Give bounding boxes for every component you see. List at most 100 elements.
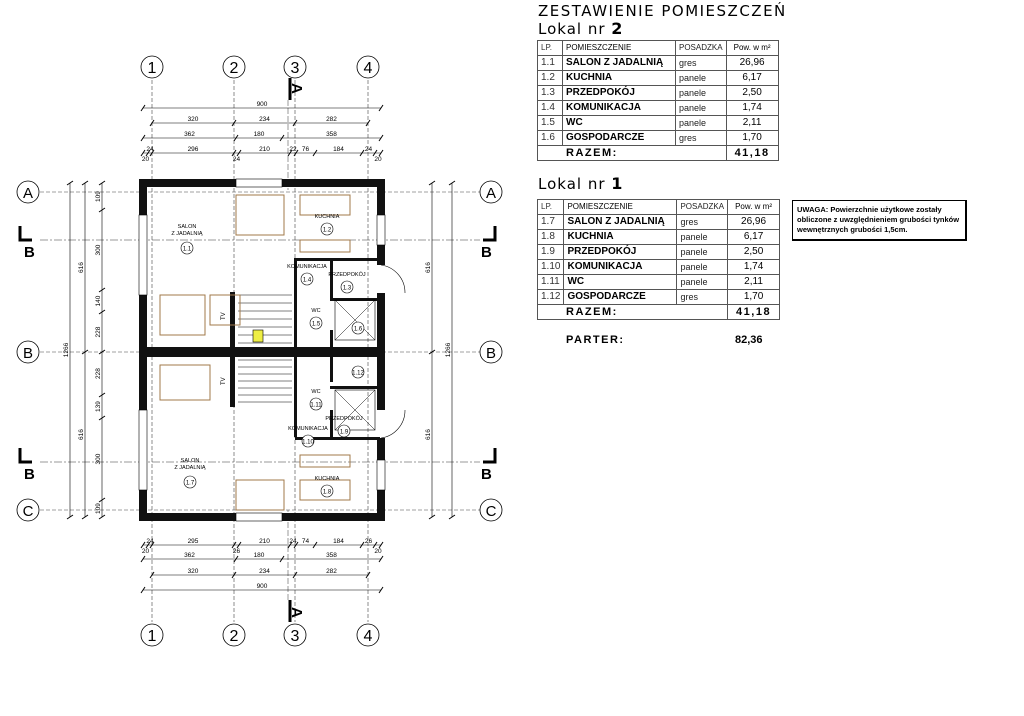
- room-number-bubble: [300, 272, 314, 286]
- row-lp: 1.3: [537, 85, 563, 101]
- dimension-value: 180: [254, 552, 265, 559]
- interior-wall: [330, 330, 333, 350]
- grid-bubble: [222, 55, 246, 79]
- interior-wall: [230, 292, 235, 347]
- dimension-tick: [145, 149, 151, 157]
- total-value: 41,18: [725, 145, 779, 161]
- row-name: PRZEDPOKÓJ: [562, 85, 676, 101]
- shaft-cross: [334, 299, 376, 341]
- interior-wall: [330, 357, 333, 382]
- row-floor: panele: [676, 274, 729, 290]
- dimension-value: 616: [425, 262, 432, 273]
- dimension-value: 76: [302, 146, 310, 153]
- dimension-value: 26: [233, 548, 241, 555]
- lokal-number: 2: [611, 19, 624, 38]
- section-b-label: B: [24, 244, 35, 261]
- dimension-tick: [293, 149, 299, 157]
- dimension-value: 20: [142, 548, 150, 555]
- interior-wall: [294, 357, 297, 437]
- furniture: [159, 364, 211, 401]
- dimension-value: 1266: [63, 342, 70, 357]
- dimension-tick: [149, 541, 155, 549]
- dimension-tick: [279, 134, 285, 142]
- dimension-value: 74: [302, 538, 310, 545]
- room-name: PRZEDPOKÓJ: [328, 271, 366, 278]
- section-b-label: B: [24, 466, 35, 483]
- room-number: 1.6: [354, 327, 363, 333]
- row-lp: 1.4: [537, 100, 563, 116]
- room-name: WC: [311, 389, 320, 395]
- dimension-value: 282: [326, 568, 337, 575]
- dimension-tick: [145, 541, 151, 549]
- room-number: 1.8: [323, 490, 332, 496]
- room-number-bubble: [309, 316, 323, 330]
- dimension-value: 20: [374, 548, 382, 555]
- room-name: KOMUNIKACJA: [287, 264, 327, 270]
- row-area: 6,17: [727, 229, 781, 245]
- row-name: SALON Z JADALNIĄ: [563, 214, 678, 230]
- row-name: KUCHNIA: [563, 229, 678, 245]
- grid-label: 2: [230, 60, 239, 77]
- room-number: 1.12: [352, 371, 364, 377]
- dimension-tick: [312, 541, 318, 549]
- room-name: SALON: [181, 458, 200, 464]
- dimension-tick: [359, 541, 365, 549]
- room-number: 1.4: [303, 278, 312, 284]
- door-swing: [380, 409, 406, 439]
- section-b-marker: [18, 448, 32, 464]
- room-name: KUCHNIA: [315, 476, 340, 482]
- lokal-number: 1: [611, 174, 624, 193]
- grid-label: 3: [291, 628, 300, 645]
- grid-label: A: [23, 185, 33, 202]
- furniture: [235, 479, 285, 511]
- dimension-tick: [231, 571, 237, 579]
- dimension-tick: [98, 415, 106, 421]
- window: [376, 214, 386, 246]
- dimension-tick: [140, 134, 146, 142]
- dimension-value: 358: [326, 131, 337, 138]
- row-area: 1,74: [725, 100, 779, 116]
- furniture: [299, 194, 351, 216]
- furniture: [299, 479, 351, 501]
- dimension-value: 228: [95, 368, 102, 379]
- grid-label: B: [23, 345, 33, 362]
- dimension-value: 320: [188, 568, 199, 575]
- grid-bubble: [16, 180, 40, 204]
- section-b-marker: [18, 226, 32, 242]
- dimension-value: 358: [326, 552, 337, 559]
- door-opening: [377, 410, 385, 438]
- row-lp: 1.12: [536, 289, 565, 305]
- dimension-tick: [287, 541, 293, 549]
- grid-bubble: [140, 623, 164, 647]
- furniture: [209, 294, 241, 326]
- dimension-value: 184: [333, 538, 344, 545]
- interior-wall: [294, 258, 297, 348]
- row-floor: panele: [675, 70, 727, 86]
- row-floor: gres: [675, 130, 727, 146]
- room-number: 1.10: [302, 440, 314, 446]
- grid-bubble: [356, 55, 380, 79]
- dimension-value: 109: [95, 503, 102, 514]
- interior-wall: [330, 298, 380, 301]
- dimension-tick: [236, 541, 242, 549]
- window: [138, 214, 148, 296]
- row-area: 1,74: [727, 259, 781, 275]
- room-number-bubble: [351, 365, 365, 379]
- window: [138, 409, 148, 491]
- dimension-value: 320: [188, 116, 199, 123]
- row-lp: 1.9: [536, 244, 565, 260]
- room-number: 1.2: [323, 228, 332, 234]
- dimension-tick: [448, 180, 456, 186]
- grid-bubble: [283, 55, 307, 79]
- row-floor: panele: [675, 85, 727, 101]
- room-number: 1.9: [340, 430, 349, 436]
- dimension-value: 900: [257, 583, 268, 590]
- shaft: [334, 389, 376, 431]
